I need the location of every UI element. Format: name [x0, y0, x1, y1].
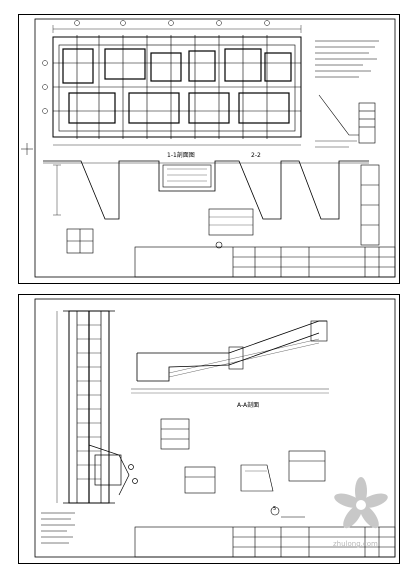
callout-circle	[270, 506, 280, 516]
detail-right	[315, 94, 376, 148]
title-block-2	[134, 526, 396, 558]
section-label-a-a: A-A剖面	[237, 402, 260, 409]
rebar-detail-lower	[66, 208, 254, 254]
sheet-2-drawing	[34, 298, 396, 558]
rebar-details-middle	[160, 418, 326, 494]
drawing-sheet-1: 1-1剖面图 2-2	[18, 14, 400, 284]
drawing-sheet-2: A-A剖面 5	[18, 294, 400, 564]
title-block-1	[134, 246, 396, 278]
section-a-a	[131, 320, 329, 394]
column-detail-right	[360, 164, 380, 246]
section-1-1	[43, 160, 369, 220]
base-detail	[88, 444, 138, 496]
left-margin-marks	[21, 143, 33, 155]
callout-number: 5	[273, 506, 277, 512]
watermark-text: zhulong.com	[333, 540, 378, 548]
section-label-1-1: 1-1剖面图	[167, 152, 195, 159]
grid-bubbles-top	[74, 20, 270, 26]
elevation-notes	[41, 512, 75, 544]
sheet-1-drawing	[21, 18, 396, 278]
watermark-logo-icon	[334, 477, 388, 529]
section-label-2-2: 2-2	[251, 152, 261, 159]
grid-bubbles-left	[42, 60, 48, 114]
vertical-elevation	[56, 310, 115, 504]
general-notes	[315, 40, 379, 78]
foundation-plan	[52, 25, 302, 146]
elevation-ticks	[77, 324, 101, 480]
